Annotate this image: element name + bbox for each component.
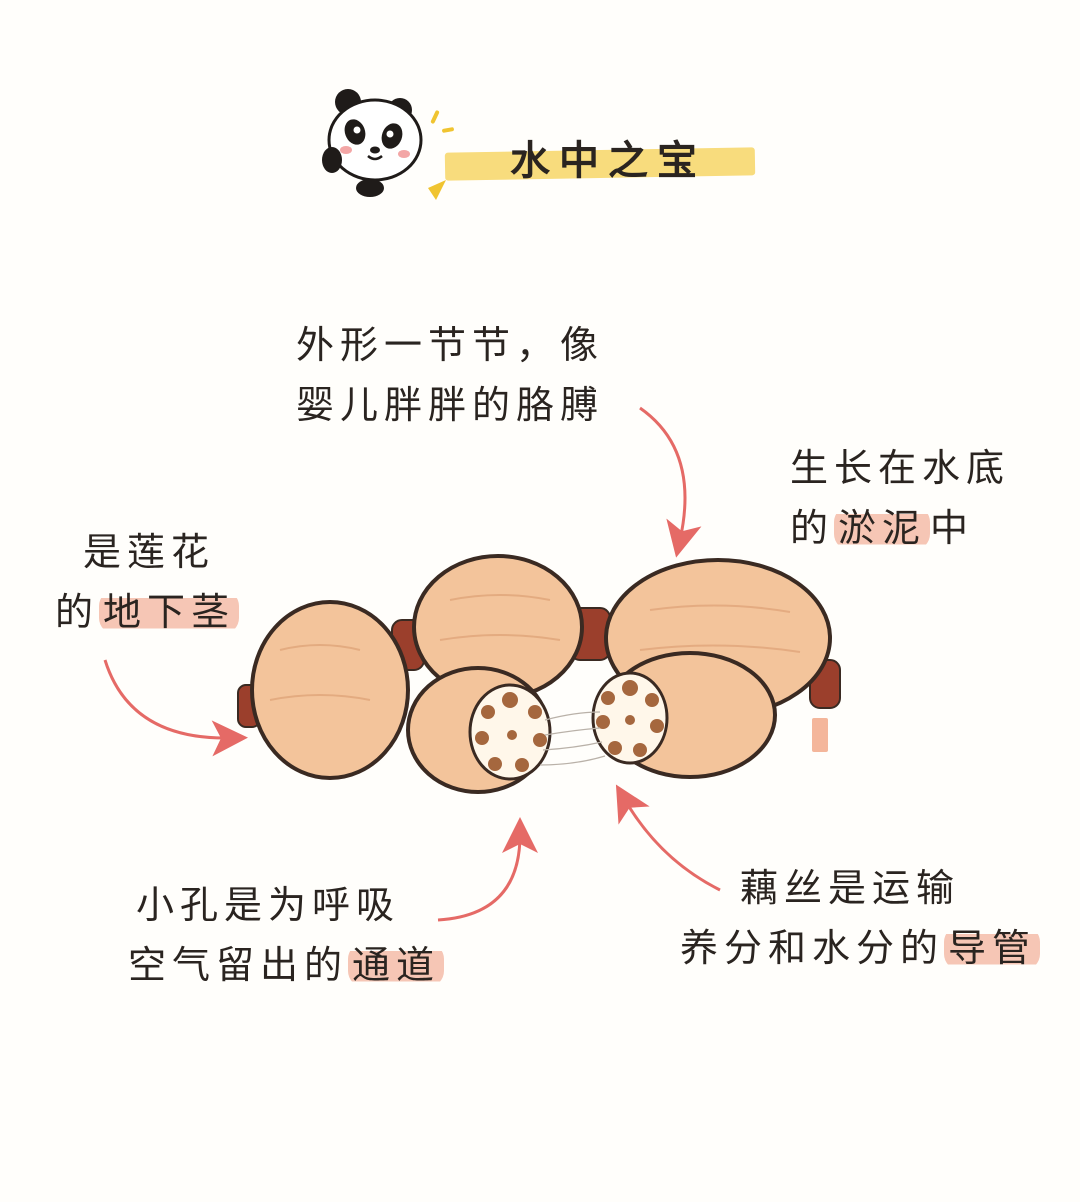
caption-silk-line2: 养分和水分的导管: [680, 918, 1041, 978]
arrow-icon: [103, 406, 721, 922]
lotus-cross-section-right: [591, 671, 669, 765]
caption-holes-line1: 小孔是为呼吸: [136, 883, 401, 927]
lotus-segment-left: [250, 600, 410, 780]
arrow-top: [639, 406, 702, 558]
caption-shape: 外形一节节，像 婴儿胖胖的胳膊: [290, 315, 610, 435]
caption-habitat-line1: 生长在水底: [790, 446, 1011, 490]
title-area: 水中之宝: [320, 88, 760, 208]
caption-stem-highlight: 地下茎: [99, 590, 240, 634]
stamp-icon: [812, 718, 828, 752]
lotus-silk-threads: [539, 711, 606, 766]
caption-holes-line2: 空气留出的通道: [128, 935, 445, 995]
caption-silk-line1: 藕丝是运输: [740, 866, 961, 910]
arrow-bottom-left: [437, 817, 538, 922]
caption-habitat: 生长在水底 的淤泥中: [790, 438, 1010, 558]
caption-stem-pre: 的: [55, 590, 100, 634]
caption-habitat-line2: 的淤泥中: [790, 498, 1010, 558]
caption-shape-line1: 外形一节节，像: [295, 323, 604, 367]
caption-habitat-post: 中: [930, 506, 975, 550]
lotus-cross-section-left: [468, 683, 552, 781]
caption-stem-line2: 的地下茎: [55, 582, 240, 642]
caption-stem-line1: 是莲花: [83, 530, 216, 574]
caption-holes-highlight: 通道: [348, 943, 445, 987]
caption-habitat-highlight: 淤泥: [834, 506, 931, 550]
caption-habitat-pre: 的: [790, 506, 835, 550]
caption-shape-line2: 婴儿胖胖的胳膊: [295, 383, 604, 427]
page-title: 水中之宝: [510, 138, 706, 184]
caption-silk-highlight: 导管: [944, 926, 1041, 970]
arrow-left: [103, 659, 248, 757]
panda-icon: [322, 89, 454, 200]
caption-holes: 小孔是为呼吸 空气留出的通道: [128, 875, 445, 995]
caption-stem: 是莲花 的地下茎: [55, 522, 240, 642]
sparkle-icon: [428, 110, 454, 200]
caption-holes-pre: 空气留出的: [128, 943, 349, 987]
arrow-bottom-right: [615, 784, 721, 892]
caption-silk-pre: 养分和水分的: [680, 926, 945, 970]
caption-silk: 藕丝是运输 养分和水分的导管: [680, 858, 1041, 978]
